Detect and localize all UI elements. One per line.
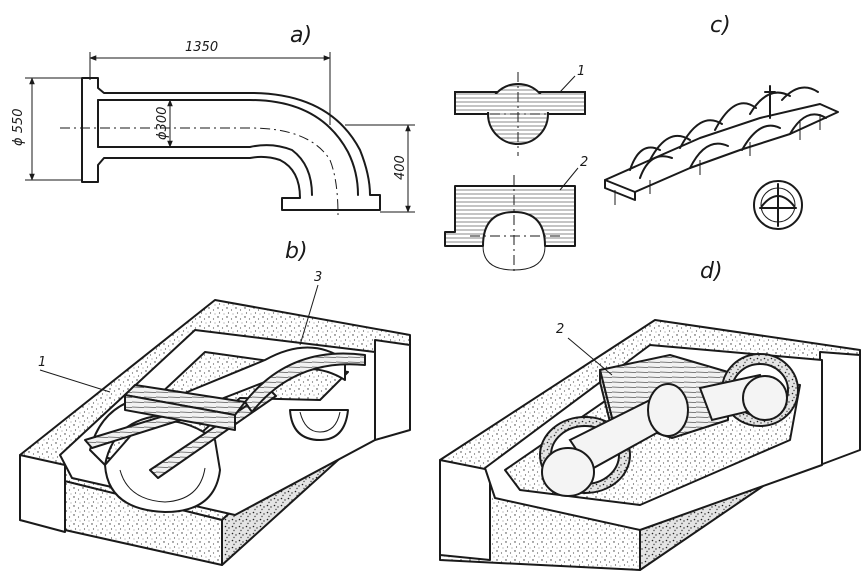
view-d: d) 2 (439, 259, 861, 571)
pipe-body (81, 77, 381, 211)
view-b: b) 1 3 (19, 239, 411, 566)
d-callout-2: 2 (556, 322, 564, 337)
dim-length: 1350 (89, 40, 331, 125)
label-d: d) (700, 259, 723, 284)
dim-flange-text: ϕ 550 (11, 108, 26, 146)
c-callout-1: 1 (577, 64, 585, 79)
dim-height-text: 400 (393, 155, 408, 180)
mould-d-core-left (539, 383, 689, 497)
core-box-assembly (604, 85, 839, 205)
pattern-part-2: 2 (444, 155, 588, 272)
pipe-centerline (60, 127, 339, 216)
b-callout-3: 3 (314, 270, 322, 285)
core-section-detail (753, 180, 803, 230)
view-a: a) 1350 ϕ 550 ϕ300 400 (11, 23, 415, 216)
dim-bore-text: ϕ300 (155, 107, 170, 140)
dim-height: 400 (345, 124, 415, 213)
c-callout-2: 2 (580, 155, 588, 170)
dim-length-text: 1350 (185, 40, 218, 55)
label-c: c) (710, 13, 731, 38)
mould-b-arch-piece (244, 352, 366, 413)
pattern-part-1: 1 (454, 64, 586, 156)
pipe-inner-wall (97, 99, 359, 196)
label-b: b) (285, 239, 308, 264)
label-a: a) (290, 23, 312, 48)
view-c: c) 1 2 (444, 13, 839, 272)
mould-d-core-right (698, 353, 799, 427)
b-callout-1: 1 (38, 355, 46, 370)
dim-flange-diameter: ϕ 550 (11, 77, 82, 181)
